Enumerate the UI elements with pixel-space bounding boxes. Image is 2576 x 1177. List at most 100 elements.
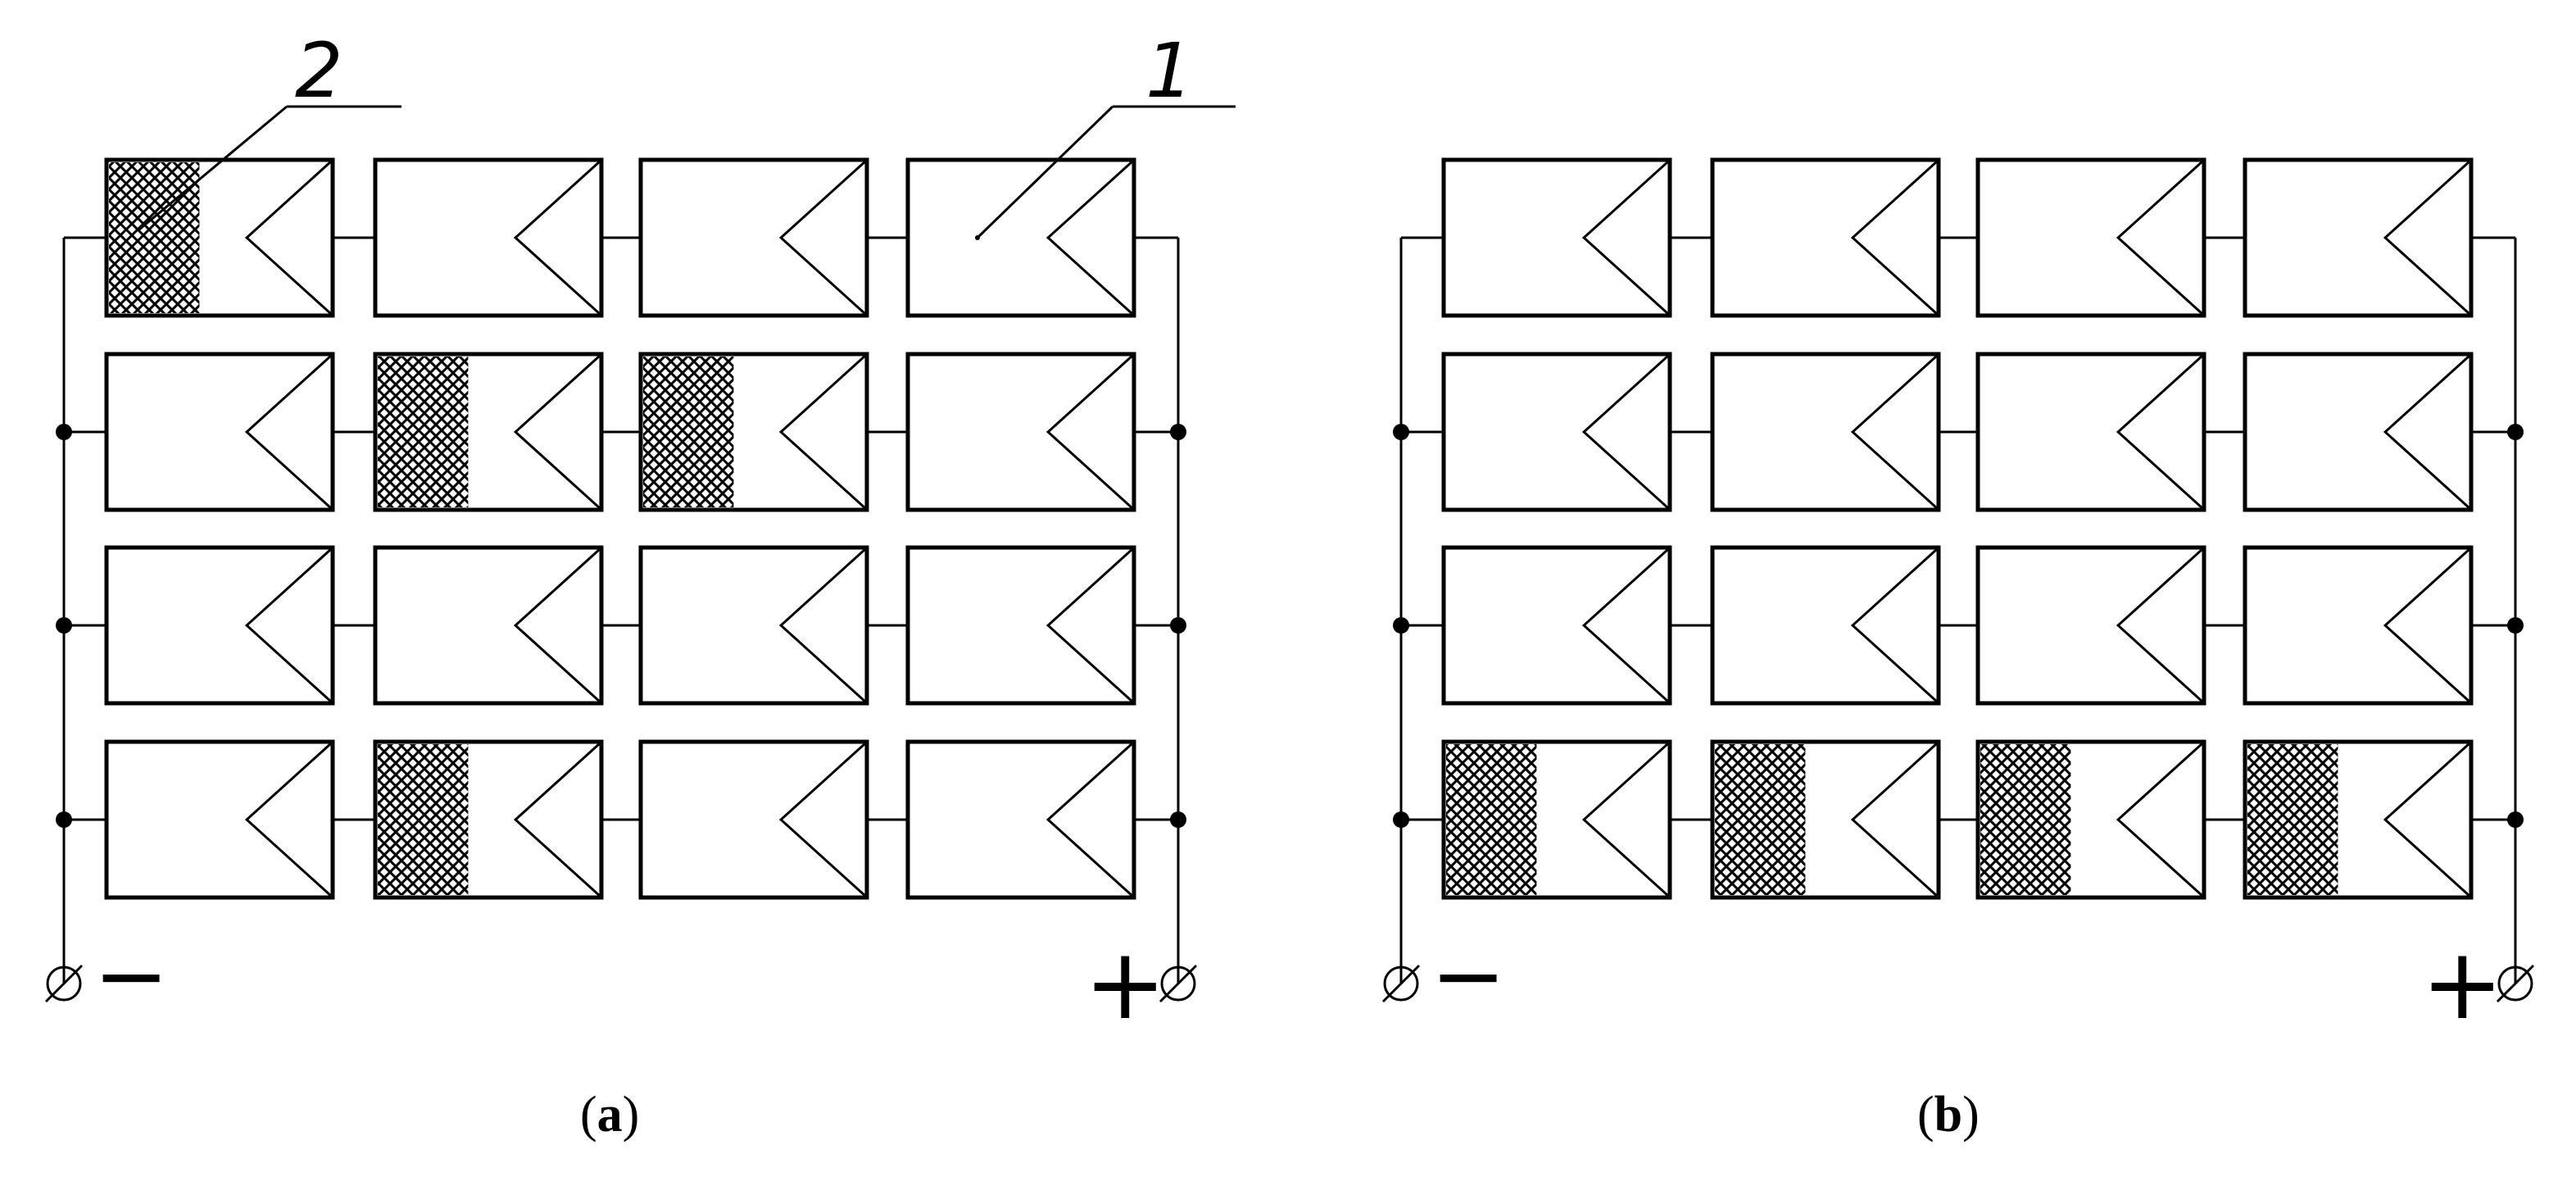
cell-symbol (1581, 354, 1670, 510)
cell-frame (1710, 352, 1941, 512)
cell-symbol (1045, 742, 1134, 898)
cell-frame (104, 352, 335, 512)
cell-symbol (2116, 354, 2204, 510)
cell-frame (2243, 352, 2474, 512)
cell-frame (104, 739, 335, 900)
solar-cell (1710, 545, 1941, 706)
cell-frame (1441, 352, 1672, 512)
solar-cell (104, 739, 335, 900)
cell-frame (2243, 157, 2474, 318)
negative-sign: − (93, 923, 169, 1028)
cell-symbol (2383, 160, 2471, 316)
cell-symbol (1045, 160, 1134, 316)
positive-sign: + (1084, 928, 1167, 1042)
shading-hatch (1715, 744, 1806, 895)
negative-terminal (1383, 966, 1419, 1002)
cell-symbol (2383, 742, 2471, 898)
solar-cell (1441, 545, 1672, 706)
cell-frame (638, 739, 869, 900)
cell-symbol (778, 354, 867, 510)
solar-cell (104, 545, 335, 706)
cell-frame (1975, 157, 2206, 318)
solar-cell (1975, 157, 2206, 318)
shaded-solar-cell (2243, 739, 2474, 900)
caption-b-close: ) (1962, 1087, 1980, 1143)
positive-terminal (1160, 966, 1196, 1002)
solar-cell (905, 157, 1136, 318)
cell-symbol (1850, 742, 1939, 898)
junction-dot (56, 811, 72, 828)
cell-symbol (1850, 160, 1939, 316)
solar-cell (2243, 157, 2474, 318)
cell-symbol (2383, 548, 2471, 703)
cell-frame (1710, 545, 1941, 706)
solar-cell (1975, 352, 2206, 512)
cell-frame (104, 545, 335, 706)
cell-symbol (1045, 354, 1134, 510)
cell-frame (2243, 545, 2474, 706)
shading-hatch (378, 357, 469, 507)
terminal-slash (1381, 964, 1421, 1003)
cell-frame (905, 545, 1136, 706)
cell-symbol (778, 742, 867, 898)
cell-symbol (244, 742, 333, 898)
callout-label: 1 (1145, 27, 1194, 115)
shaded-solar-cell (1975, 739, 2206, 900)
cell-symbol (244, 354, 333, 510)
caption-a-label: a (596, 1087, 623, 1143)
terminal-slash (1159, 964, 1198, 1003)
positive-terminal (2497, 966, 2533, 1002)
cell-symbol (513, 742, 601, 898)
caption-a-open: ( (580, 1087, 597, 1143)
terminal-slash (44, 964, 84, 1003)
solar-cell (373, 545, 604, 706)
cell-frame (373, 157, 604, 318)
solar-cell (905, 352, 1136, 512)
cell-symbol (2116, 742, 2204, 898)
cell-symbol (778, 548, 867, 703)
terminal-slash (2496, 964, 2535, 1003)
shading-hatch (109, 162, 200, 313)
solar-cell (104, 352, 335, 512)
solar-cell (1710, 157, 1941, 318)
shaded-solar-cell (373, 352, 604, 512)
solar-cell (638, 545, 869, 706)
shaded-solar-cell (373, 739, 604, 900)
negative-terminal (46, 966, 82, 1002)
cell-symbol (513, 354, 601, 510)
cell-symbol (1045, 548, 1134, 703)
shaded-solar-cell (638, 352, 869, 512)
cell-symbol (2116, 160, 2204, 316)
solar-cell (373, 157, 604, 318)
cell-frame (1710, 157, 1941, 318)
cell-symbol (1581, 742, 1670, 898)
cell-frame (638, 157, 869, 318)
shading-hatch (2247, 744, 2338, 895)
solar-cell (1710, 352, 1941, 512)
solar-cell (1441, 157, 1672, 318)
caption-b: (b) (1917, 1086, 1980, 1144)
solar-cell (2243, 352, 2474, 512)
callout-label: 2 (295, 27, 343, 115)
cell-frame (905, 157, 1136, 318)
solar-cell (638, 739, 869, 900)
solar-cell (905, 739, 1136, 900)
junction-dot (1170, 811, 1186, 828)
shaded-solar-cell (1710, 739, 1941, 900)
junction-dot (2507, 811, 2524, 828)
caption-b-label: b (1934, 1087, 1963, 1143)
junction-dot (1170, 424, 1186, 440)
cell-symbol (1850, 354, 1939, 510)
cell-frame (1441, 157, 1672, 318)
cell-frame (638, 545, 869, 706)
cell-symbol (2116, 548, 2204, 703)
cell-frame (905, 352, 1136, 512)
shading-hatch (1980, 744, 2071, 895)
cell-frame (1441, 545, 1672, 706)
junction-dot (2507, 424, 2524, 440)
shaded-solar-cell (1441, 739, 1672, 900)
solar-cell (2243, 545, 2474, 706)
shading-hatch (643, 357, 734, 507)
cell-symbol (513, 160, 601, 316)
